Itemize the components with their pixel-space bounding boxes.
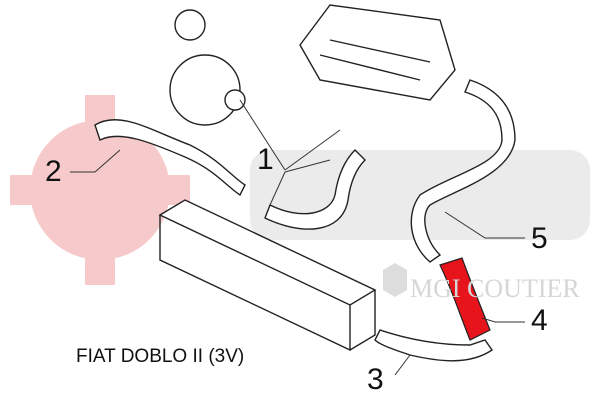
callout-5: 5 (531, 222, 548, 255)
hose-4-highlighted (439, 257, 491, 341)
hose-1 (264, 149, 366, 230)
vehicle-model-caption: FIAT DOBLO II (3V) (76, 346, 245, 367)
turbocharger (169, 9, 246, 126)
leader-lines (70, 99, 525, 376)
intercooler (158, 199, 377, 352)
callout-4: 4 (531, 304, 548, 337)
mgi-coutier-logo: MGI COUTIER (383, 263, 580, 303)
callout-3: 3 (367, 363, 384, 396)
hose-2 (94, 119, 246, 197)
hose-3 (374, 329, 493, 362)
callout-1: 1 (257, 143, 274, 176)
hose-5 (410, 79, 516, 263)
mgi-coutier-text: MGI COUTIER (410, 274, 580, 303)
intake-manifold (299, 4, 456, 101)
callout-2: 2 (45, 155, 62, 188)
